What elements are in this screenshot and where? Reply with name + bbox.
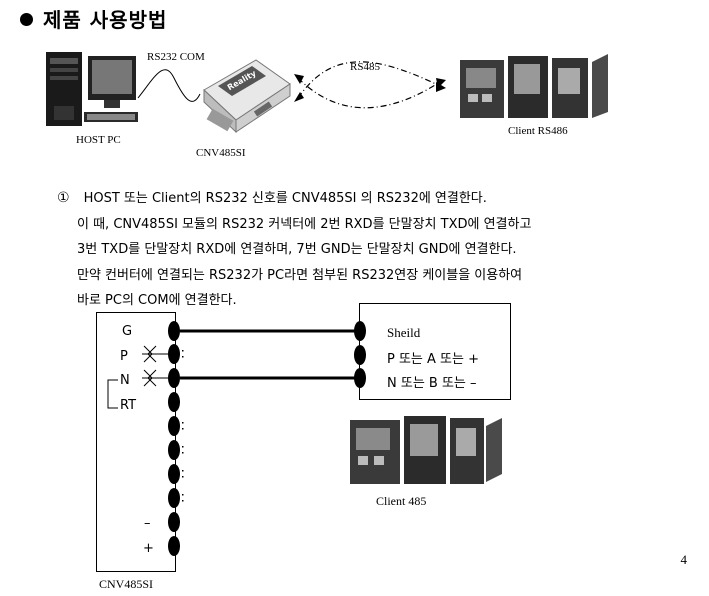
bullet-icon (20, 13, 33, 26)
client-rs486-label: Client RS486 (508, 125, 568, 137)
client-devices-image-top (460, 54, 608, 118)
host-pc-image (46, 52, 138, 126)
converter-device-image (203, 59, 291, 134)
terminal-label-n: N 또는 B 또는 – (387, 376, 477, 391)
wiring-lines (180, 329, 360, 380)
terminal-label-shield: Sheild (387, 325, 421, 340)
pin-label-plus: + (143, 541, 154, 556)
pin-label-rt: RT (120, 398, 137, 413)
instruction-line-5: 바로 PC의 COM에 연결한다. (77, 293, 237, 308)
rs232-label: RS232 COM (147, 51, 205, 63)
step-marker: ① (57, 190, 70, 206)
section-title: 제품 사용방법 (20, 4, 167, 33)
converter-terminals-drawing (107, 321, 184, 556)
client-485-label: Client 485 (376, 494, 427, 508)
client-devices-image-bottom (350, 416, 502, 484)
converter-label-bottom: CNV485SI (99, 577, 154, 591)
host-pc-label: HOST PC (76, 134, 121, 146)
terminal-label-p: P 또는 A 또는 + (387, 352, 479, 367)
converter-label-top: CNV485SI (196, 147, 246, 159)
pin-label-minus: – (144, 516, 151, 531)
pin-label-n: N (120, 373, 130, 388)
rs485-label: RS485 (350, 61, 380, 73)
rs485-link-lines (294, 61, 446, 109)
page-number: 4 (680, 552, 688, 567)
client-terminals-drawing (354, 321, 366, 388)
section-title-text: 제품 사용방법 (43, 8, 168, 32)
instruction-line-2: 이 때, CNV485SI 모듈의 RS232 커넥터에 2번 RXD를 단말장… (77, 216, 532, 232)
rs232-cable-line (137, 69, 201, 102)
converter-terminal-box (96, 312, 176, 572)
pin-label-p: P (120, 349, 128, 364)
instruction-line-4: 만약 컨버터에 연결되는 RS232가 PC라면 첨부된 RS232연장 케이블… (77, 267, 523, 283)
instruction-line-3: 3번 TXD를 단말장치 RXD에 연결하며, 7번 GND는 단말장치 GND… (77, 242, 517, 257)
pin-label-g: G (122, 324, 133, 339)
